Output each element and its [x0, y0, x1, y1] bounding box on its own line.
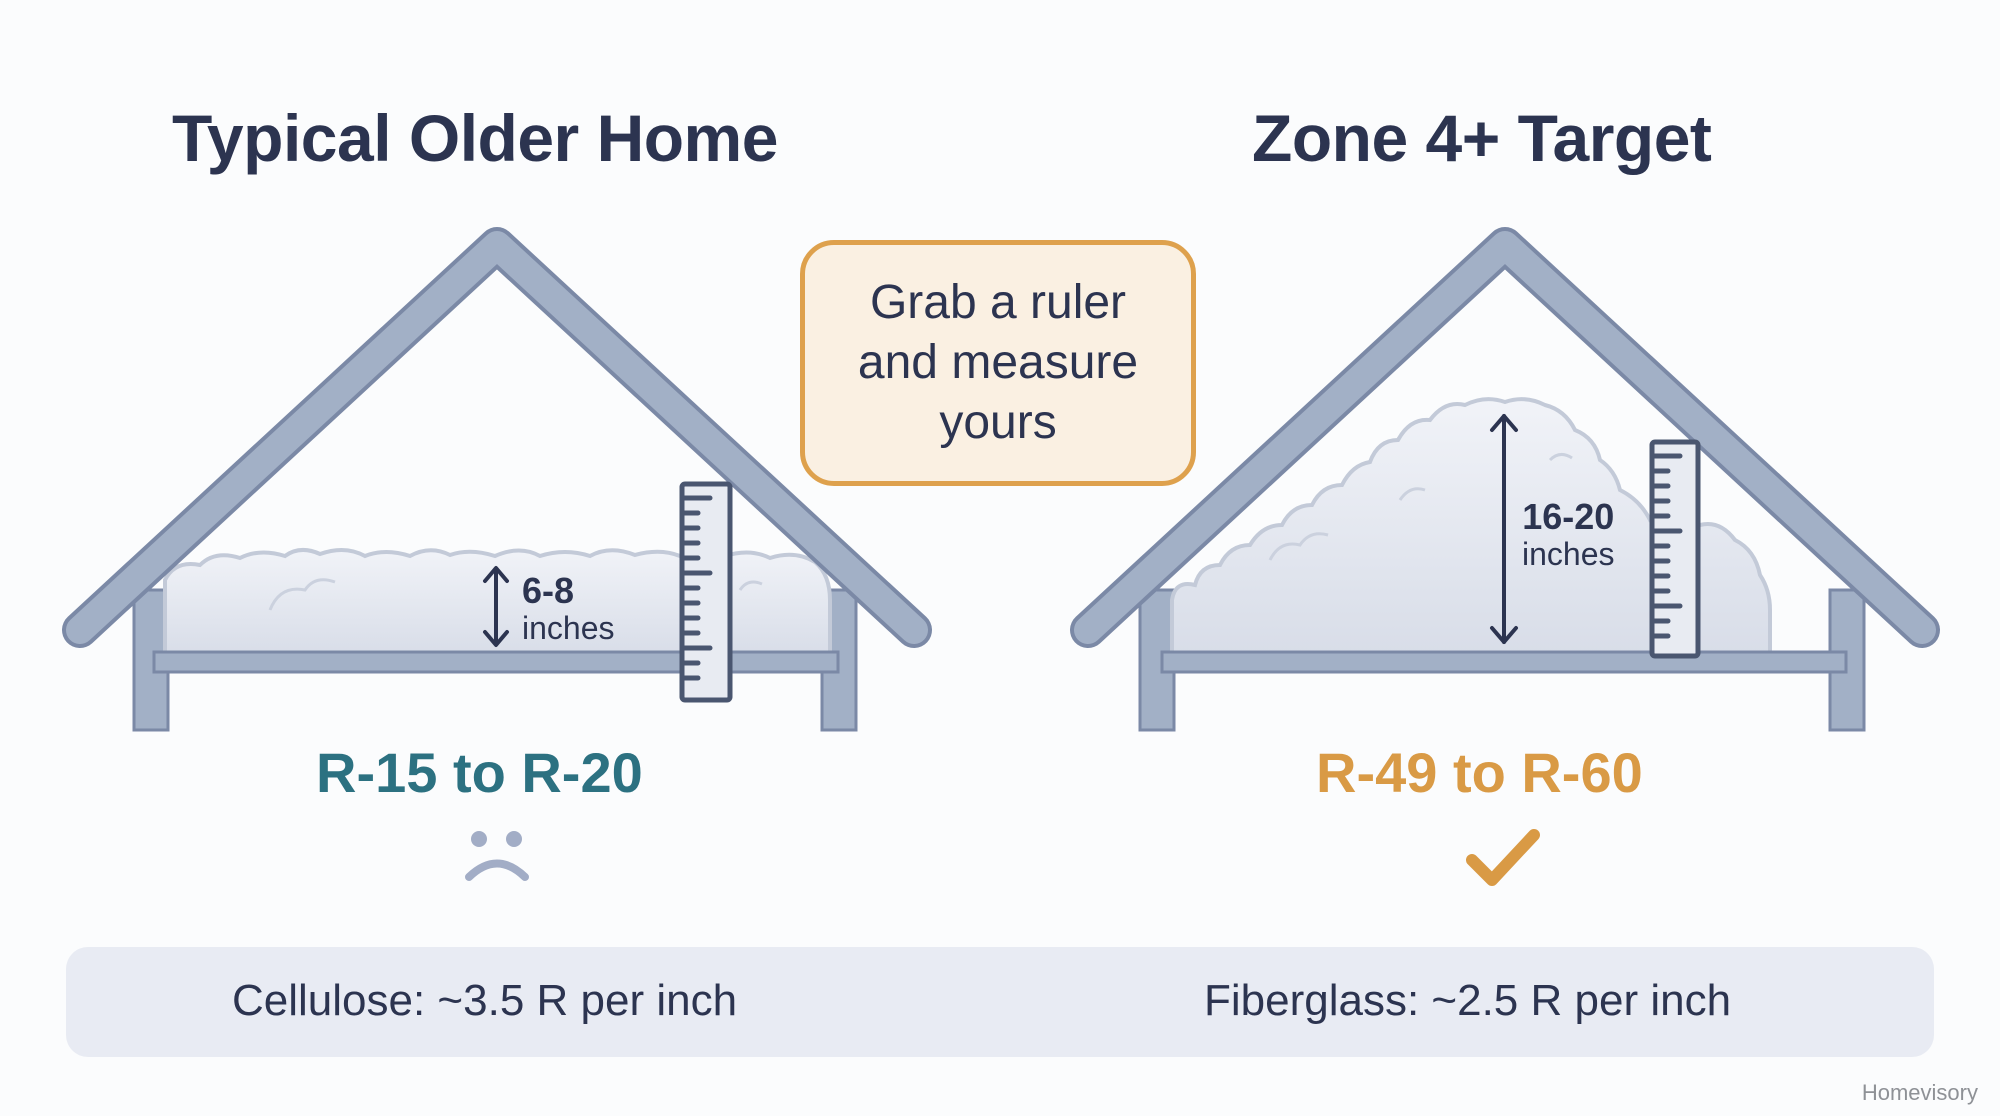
- title-typical-older-home: Typical Older Home: [172, 101, 778, 175]
- right-attic-frame: [1070, 227, 1940, 732]
- left-depth-value: 6-8: [522, 570, 575, 611]
- callout-text: Grab a ruler and measure yours: [857, 276, 1139, 449]
- left-r-value-rating: R-15 to R-20: [316, 741, 643, 804]
- measure-callout: Grab a ruler and measure yours: [800, 240, 1196, 486]
- left-attic-frame: [62, 227, 932, 732]
- fiberglass-info: Fiberglass: ~2.5 R per inch: [1204, 976, 1732, 1025]
- right-depth-unit: inches: [1522, 536, 1615, 572]
- left-depth-unit: inches: [522, 610, 615, 646]
- left-depth-arrow-icon: [483, 566, 509, 647]
- title-zone-4-target: Zone 4+ Target: [1252, 101, 1712, 175]
- checkmark-icon: [1466, 829, 1540, 886]
- left-depth-label: 6-8 inches: [522, 570, 615, 647]
- left-ruler-icon: [679, 481, 733, 703]
- right-depth-value: 16-20: [1522, 496, 1615, 537]
- cellulose-info: Cellulose: ~3.5 R per inch: [232, 976, 738, 1025]
- material-info-bar: [66, 947, 1934, 1057]
- right-ruler-icon: [1649, 439, 1701, 659]
- right-depth-arrow-icon: [1490, 414, 1518, 644]
- right-depth-label: 16-20 inches: [1522, 496, 1615, 573]
- right-r-value-rating: R-49 to R-60: [1316, 741, 1643, 804]
- sad-face-icon: [465, 831, 529, 881]
- brand-watermark: Homevisory: [1861, 1080, 1978, 1105]
